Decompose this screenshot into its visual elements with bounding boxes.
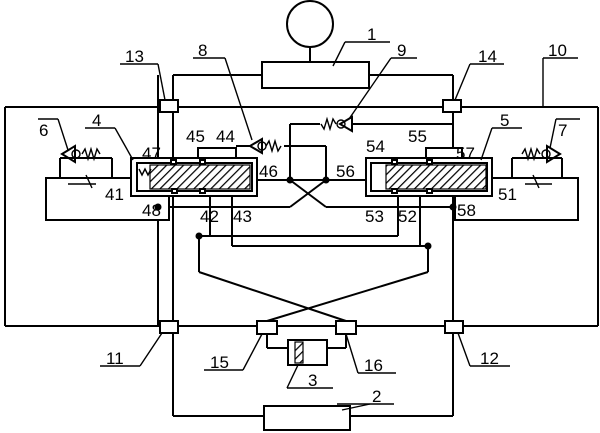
cylinder-3 — [266, 334, 347, 366]
label-43: 43 — [233, 207, 252, 226]
label-15: 15 — [210, 353, 229, 372]
outer-frame — [4, 106, 599, 327]
label-54: 54 — [366, 137, 385, 156]
label-56: 56 — [336, 162, 355, 181]
check-valve-7 — [511, 144, 563, 189]
junction-16 — [335, 320, 357, 335]
label-53: 53 — [365, 207, 384, 226]
label-7: 7 — [558, 121, 567, 140]
label-44: 44 — [216, 127, 235, 146]
label-8: 8 — [198, 41, 207, 60]
label-13: 13 — [125, 47, 144, 66]
label-2: 2 — [372, 387, 381, 406]
label-45: 45 — [186, 127, 205, 146]
cross-lines-bottom — [198, 236, 429, 322]
label-41: 41 — [105, 185, 124, 204]
label-47: 47 — [142, 144, 161, 163]
label-57: 57 — [456, 144, 475, 163]
component-labels: 1 2 3 4 5 6 7 8 9 10 11 12 13 14 15 16 4… — [39, 25, 567, 406]
valve-5 — [365, 147, 579, 221]
junction-13 — [159, 99, 179, 113]
label-10: 10 — [548, 41, 567, 60]
label-58: 58 — [457, 201, 476, 220]
junction-dots — [154, 176, 457, 250]
valve-4 — [45, 147, 258, 221]
check-valve-8 — [236, 137, 290, 155]
junction-14 — [442, 99, 462, 113]
label-9: 9 — [397, 41, 406, 60]
label-1: 1 — [367, 25, 376, 44]
label-42: 42 — [200, 207, 219, 226]
label-46: 46 — [259, 162, 278, 181]
label-11: 11 — [106, 349, 124, 368]
check-valve-6 — [59, 144, 113, 189]
leader-lines — [38, 41, 580, 411]
label-12: 12 — [480, 349, 499, 368]
label-52: 52 — [398, 207, 417, 226]
central-lines — [169, 123, 455, 247]
label-48: 48 — [142, 201, 161, 220]
label-51: 51 — [498, 185, 517, 204]
junction-15 — [256, 320, 278, 335]
label-5: 5 — [500, 111, 509, 130]
component-2-block — [263, 405, 351, 431]
component-1-block — [261, 61, 370, 89]
label-4: 4 — [92, 111, 101, 130]
label-3: 3 — [308, 371, 317, 390]
junction-12 — [444, 320, 464, 334]
label-16: 16 — [364, 356, 383, 375]
junction-11 — [159, 320, 179, 334]
label-6: 6 — [39, 121, 48, 140]
label-55: 55 — [408, 127, 427, 146]
label-14: 14 — [478, 47, 497, 66]
check-valve-9 — [290, 115, 362, 133]
